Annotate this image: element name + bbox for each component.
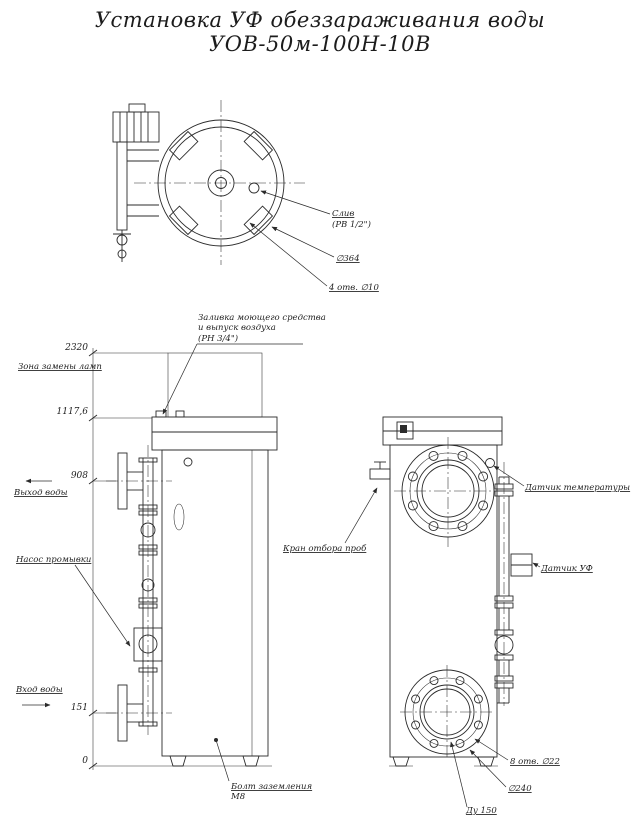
wash-pump-leader <box>74 564 131 647</box>
drain-hole <box>248 182 260 194</box>
wash-pump-label: Насос промывки <box>15 555 91 565</box>
fill-port-label-line2: и выпуск воздуха <box>198 323 276 333</box>
outlet-flange <box>117 452 128 510</box>
flange-inner-circle <box>164 126 278 240</box>
ground-bolt-label-line1: Болт заземления <box>230 782 312 792</box>
drawing-title: Установка УФ обеззараживания воды УОВ-50… <box>94 8 546 56</box>
uv-sensor-label: Датчик УФ <box>540 564 593 574</box>
fill-port-label-line3: (РН 3/4") <box>198 333 238 344</box>
drain-label-line2: (РВ 1/2") <box>332 219 371 230</box>
diameter-leader <box>271 226 335 258</box>
valve <box>494 635 514 655</box>
sample-valve-label: Кран отбора проб <box>282 543 367 554</box>
fill-port-label-line1: Заливка моющего средства <box>198 313 326 323</box>
bolt-hole <box>473 720 483 730</box>
foot <box>392 756 410 767</box>
center-port-hole <box>215 177 227 189</box>
ground-bolt-label-line2: М8 <box>230 792 246 802</box>
side-view: Заливка моющего средства и выпуск воздух… <box>106 313 326 802</box>
dim-inlet-height: 151 <box>71 703 88 713</box>
inlet-flange <box>117 684 128 742</box>
drain-label-line1: Слив <box>332 209 354 219</box>
nominal-diameter-label: Ду 150 <box>465 806 497 816</box>
front-view: Кран отбора проб Датчик температуры Датч… <box>282 416 630 816</box>
bolt-hole <box>429 738 439 748</box>
flange-outer-circle <box>157 119 285 247</box>
sample-valve <box>369 461 391 480</box>
valve <box>140 522 156 538</box>
dim-cap-height: 1117,6 <box>57 407 89 417</box>
foot <box>242 755 260 767</box>
lamp-zone-label: Зона замены ламп <box>18 362 102 372</box>
bolt-hole <box>455 738 465 748</box>
flange-diameter-label: ∅240 <box>508 784 532 794</box>
lamp-zone-outline <box>167 352 263 418</box>
bolt-hole <box>457 450 468 461</box>
flange-lugs <box>168 130 274 236</box>
center-port-circle <box>207 169 235 197</box>
bolt-hole <box>473 694 483 704</box>
lower-flange <box>400 665 494 759</box>
bolt-hole <box>411 720 421 730</box>
top-view-callouts: Слив (РВ 1/2") ∅364 4 отв. ∅10 <box>249 190 379 293</box>
bolt-hole <box>428 450 439 461</box>
front-pipework <box>494 462 514 706</box>
dim-base: 0 <box>82 756 88 766</box>
bolt-hole <box>457 521 468 532</box>
fill-port-callout: Заливка моющего средства и выпуск воздух… <box>162 313 326 415</box>
bolt-hole <box>411 694 421 704</box>
bolt-hole <box>429 676 439 686</box>
side-pipework <box>106 445 172 742</box>
junction-box <box>396 421 414 440</box>
bolt-hole <box>428 521 439 532</box>
dim-total-height: 2320 <box>64 343 88 353</box>
upper-flange <box>394 437 502 547</box>
temperature-sensor-label: Датчик температуры <box>524 483 630 493</box>
dim-outlet-height: 908 <box>71 471 88 481</box>
bolt-hole <box>407 471 418 482</box>
vessel-cap-side <box>151 416 278 451</box>
flange-bolt-holes-label: 8 отв. ∅22 <box>510 757 560 767</box>
front-view-callouts: Кран отбора проб Датчик температуры Датч… <box>282 465 630 816</box>
bolt-hole <box>407 500 418 511</box>
wash-pump <box>133 627 163 662</box>
bolt-hole <box>455 676 465 686</box>
flange-diameter-label: ∅364 <box>336 254 360 264</box>
vessel-body-side <box>161 449 269 757</box>
temperature-sensor <box>485 458 495 468</box>
fill-port <box>155 410 167 418</box>
foot <box>477 756 495 767</box>
uv-sensor <box>510 553 533 577</box>
bolt-holes-label: 4 отв. ∅10 <box>328 283 379 293</box>
water-inlet-label: Вход воды <box>15 685 63 695</box>
bolt-holes-leader <box>249 222 328 287</box>
top-view: Слив (РВ 1/2") ∅364 4 отв. ∅10 <box>112 100 379 293</box>
bolt-hole <box>478 500 489 511</box>
side-view-dimensions: 2320 Зона замены ламп 1117,6 908 151 0 В… <box>13 343 272 770</box>
water-outlet-label: Выход воды <box>13 488 68 498</box>
drain-leader <box>260 190 331 215</box>
ground-bolt-callout: Болт заземления М8 <box>214 738 312 802</box>
valve <box>141 578 155 592</box>
top-view-pump-assembly <box>112 103 160 262</box>
bolt-hole <box>478 471 489 482</box>
foot <box>169 755 187 767</box>
